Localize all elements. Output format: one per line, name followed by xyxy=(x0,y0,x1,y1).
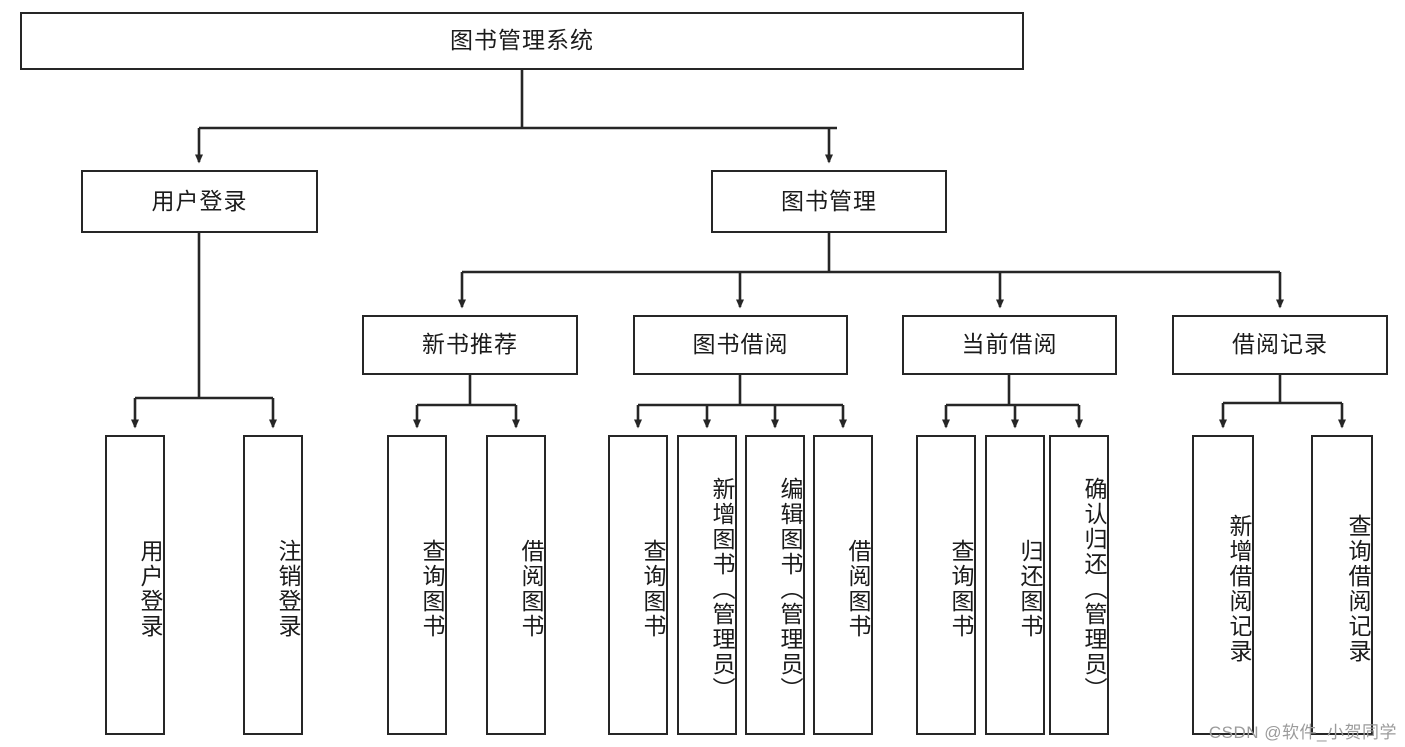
node-new-book-recommend[interactable]: 新书推荐 xyxy=(362,315,578,375)
leaf-records-query[interactable]: 查询借阅记录 xyxy=(1311,435,1373,735)
leaf-user-login[interactable]: 用户登录 xyxy=(105,435,165,735)
leaf-user-login-label: 用户登录 xyxy=(137,539,163,639)
leaf-user-logout[interactable]: 注销登录 xyxy=(243,435,303,735)
leaf-borrow-add-book[interactable]: 新增图书（管理员） xyxy=(677,435,737,735)
node-borrow-records-label: 借阅记录 xyxy=(1232,331,1328,358)
leaf-current-confirm-return[interactable]: 确认归还（管理员） xyxy=(1049,435,1109,735)
leaf-borrow-edit-book[interactable]: 编辑图书（管理员） xyxy=(745,435,805,735)
leaf-new-books-query[interactable]: 查询图书 xyxy=(387,435,447,735)
node-current-borrow[interactable]: 当前借阅 xyxy=(902,315,1117,375)
leaf-new-books-query-label: 查询图书 xyxy=(419,539,445,639)
leaf-borrow-edit-book-label: 编辑图书（管理员） xyxy=(777,476,803,702)
node-book-management[interactable]: 图书管理 xyxy=(711,170,947,233)
leaf-borrow-query[interactable]: 查询图书 xyxy=(608,435,668,735)
leaf-current-query-label: 查询图书 xyxy=(948,539,974,639)
watermark-text: CSDN @软件_小贺同学 xyxy=(1208,723,1397,742)
node-book-borrow[interactable]: 图书借阅 xyxy=(633,315,848,375)
leaf-borrow-query-label: 查询图书 xyxy=(640,539,666,639)
node-root-label: 图书管理系统 xyxy=(450,27,594,54)
node-book-management-label: 图书管理 xyxy=(781,187,877,214)
leaf-records-query-label: 查询借阅记录 xyxy=(1345,514,1371,664)
leaf-borrow-borrow-book-label: 借阅图书 xyxy=(845,539,871,639)
leaf-user-logout-label: 注销登录 xyxy=(275,539,301,639)
leaf-borrow-borrow-book[interactable]: 借阅图书 xyxy=(813,435,873,735)
leaf-records-add-label: 新增借阅记录 xyxy=(1226,514,1252,664)
leaf-new-books-borrow[interactable]: 借阅图书 xyxy=(486,435,546,735)
node-book-borrow-label: 图书借阅 xyxy=(692,331,789,358)
leaf-new-books-borrow-label: 借阅图书 xyxy=(518,539,544,639)
node-current-borrow-label: 当前借阅 xyxy=(961,331,1058,358)
node-user-login-label: 用户登录 xyxy=(151,187,248,214)
node-user-login[interactable]: 用户登录 xyxy=(81,170,318,233)
leaf-current-return[interactable]: 归还图书 xyxy=(985,435,1045,735)
leaf-current-query[interactable]: 查询图书 xyxy=(916,435,976,735)
leaf-borrow-add-book-label: 新增图书（管理员） xyxy=(709,476,735,702)
node-new-book-recommend-label: 新书推荐 xyxy=(422,331,518,358)
leaf-current-return-label: 归还图书 xyxy=(1017,539,1043,639)
leaf-records-add[interactable]: 新增借阅记录 xyxy=(1192,435,1254,735)
node-borrow-records[interactable]: 借阅记录 xyxy=(1172,315,1388,375)
node-root[interactable]: 图书管理系统 xyxy=(20,12,1024,70)
leaf-current-confirm-return-label: 确认归还（管理员） xyxy=(1081,476,1107,702)
